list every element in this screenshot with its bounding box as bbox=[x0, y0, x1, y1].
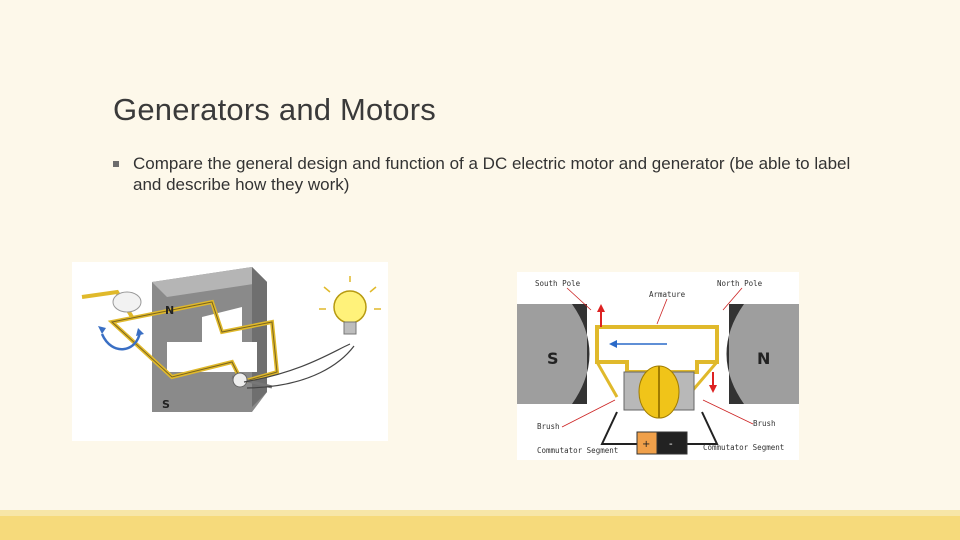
label-commutator-right: Commutator Segment bbox=[703, 443, 784, 452]
footer-band-light bbox=[0, 510, 960, 516]
footer-band bbox=[0, 516, 960, 540]
bullet-item: Compare the general design and function … bbox=[113, 153, 853, 195]
battery-minus: - bbox=[669, 439, 673, 450]
generator-s-label: S bbox=[162, 398, 170, 411]
motor-illustration: + - S N South Pole North Pole Armature B… bbox=[517, 272, 799, 460]
lightbulb-icon bbox=[319, 276, 381, 335]
slide-title: Generators and Motors bbox=[113, 92, 436, 127]
label-commutator-left: Commutator Segment bbox=[537, 446, 618, 455]
label-south-pole: South Pole bbox=[535, 279, 581, 288]
generator-illustration: N S bbox=[72, 262, 388, 441]
bullet-text: Compare the general design and function … bbox=[133, 154, 851, 194]
battery-plus: + bbox=[642, 439, 650, 450]
motor-s-label: S bbox=[547, 349, 559, 368]
generator-n-label: N bbox=[165, 304, 174, 317]
label-north-pole: North Pole bbox=[717, 279, 763, 288]
motor-n-label: N bbox=[757, 349, 770, 368]
label-brush-right: Brush bbox=[753, 419, 776, 428]
bullet-marker bbox=[113, 161, 119, 167]
label-brush-left: Brush bbox=[537, 422, 560, 431]
label-armature: Armature bbox=[649, 290, 686, 299]
